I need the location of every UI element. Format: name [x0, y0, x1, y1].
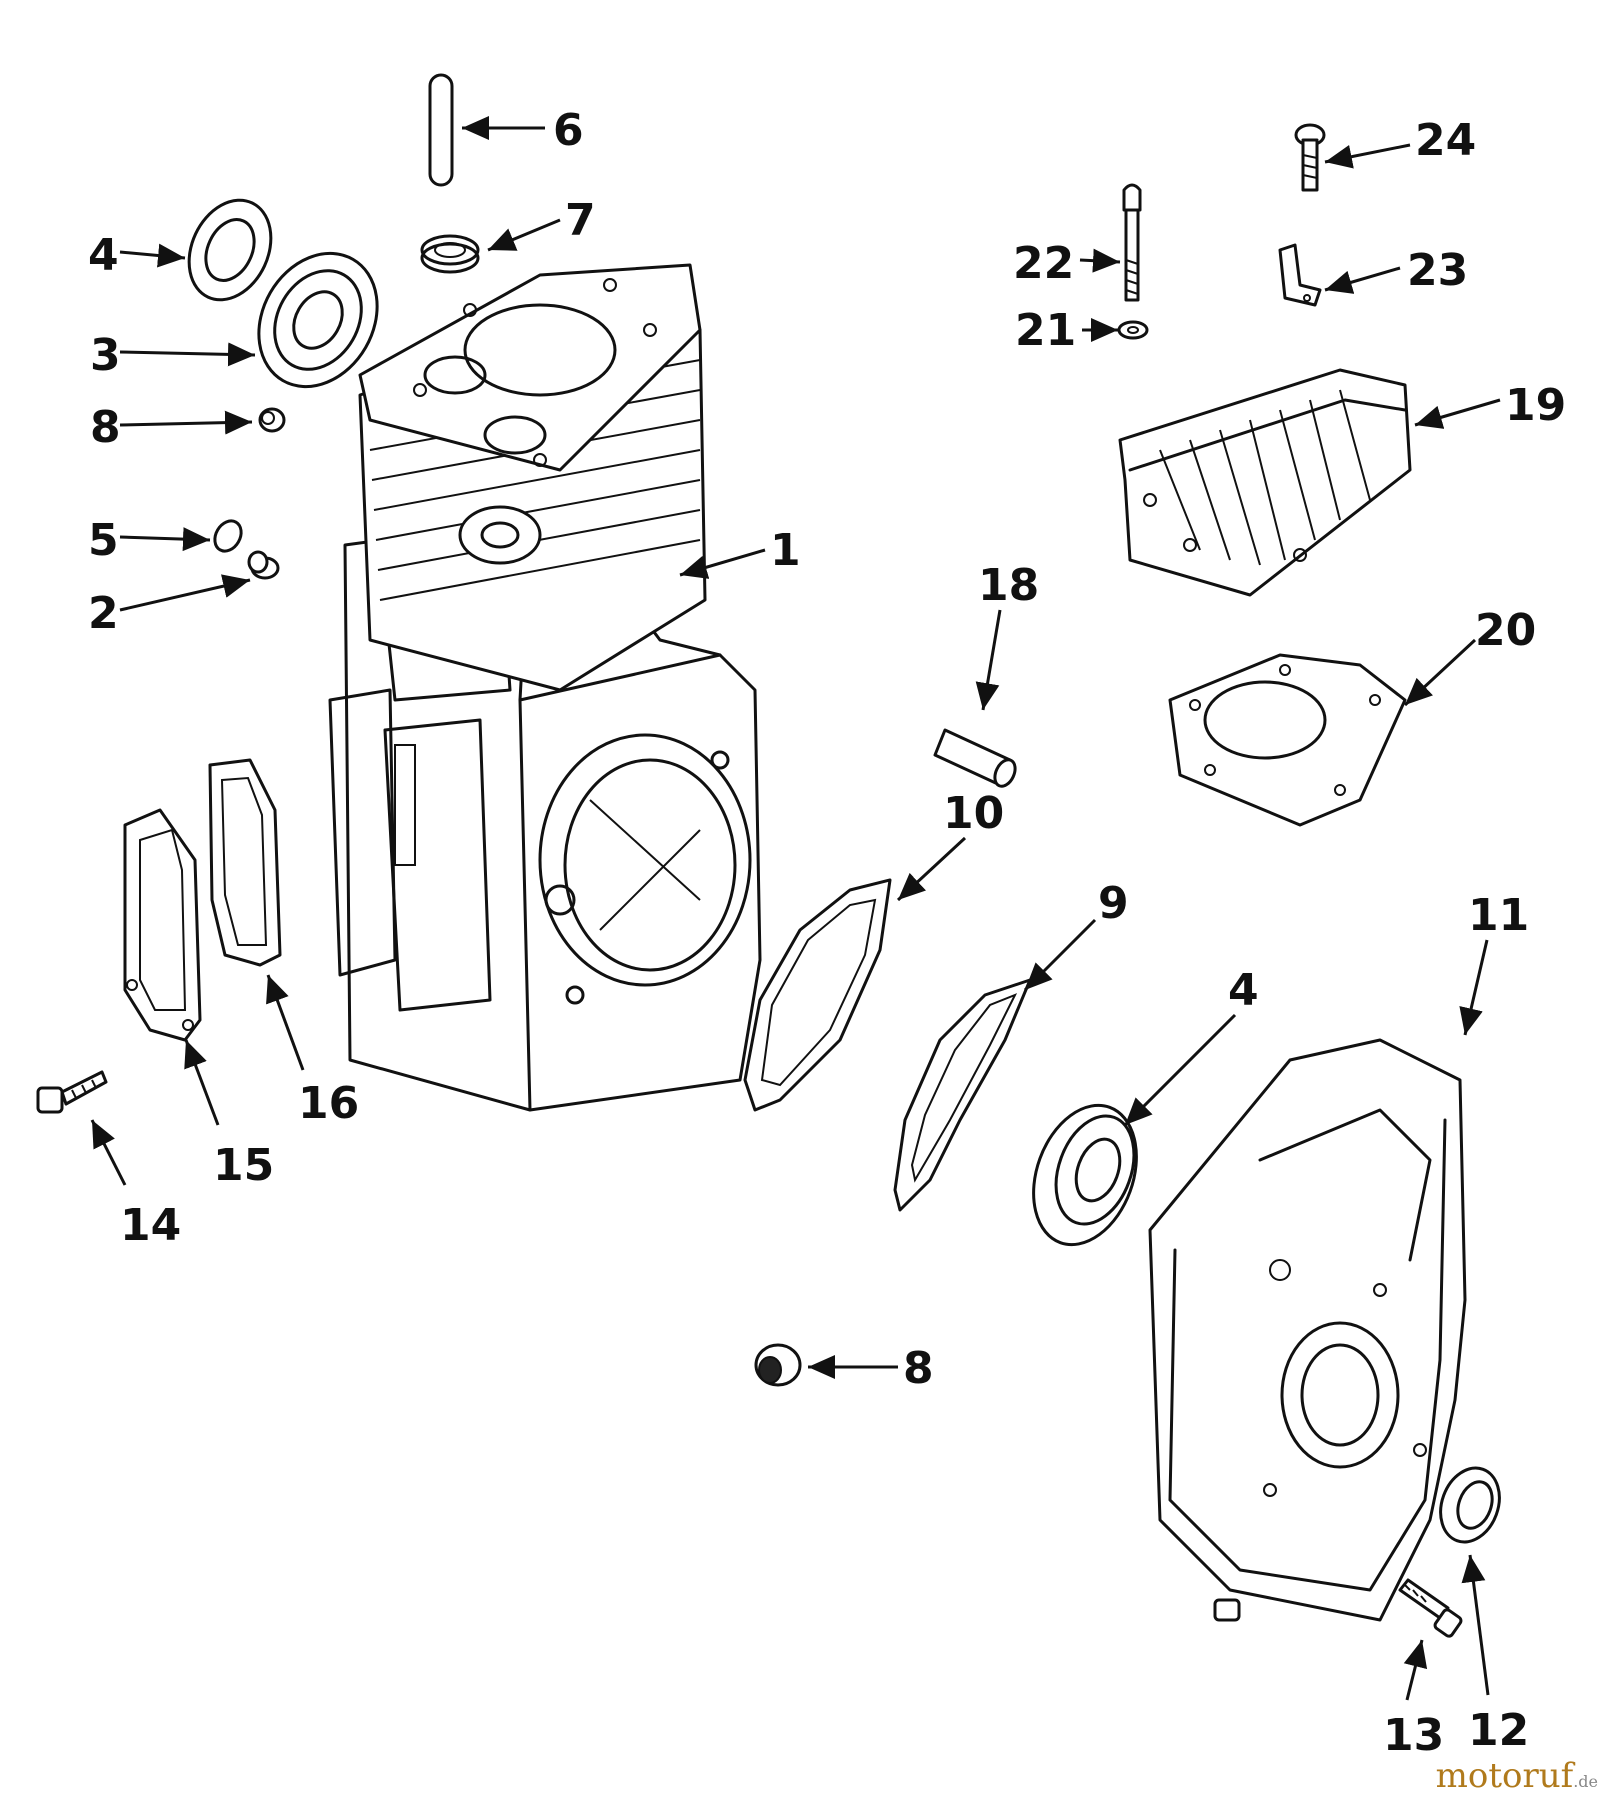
leader-18: [975, 609, 1002, 711]
part-6-dowel: [428, 73, 454, 187]
leader-8a: [119, 410, 253, 435]
callout-20: 20: [1475, 605, 1536, 656]
callout-2: 2: [88, 588, 119, 639]
part-23-bracket: [1278, 243, 1322, 307]
part-5-ring: [213, 519, 243, 553]
watermark-brand: motoruf: [1435, 1756, 1574, 1796]
part-7-bushing: [420, 234, 480, 274]
callout-19: 19: [1505, 380, 1566, 431]
part-21-washer: [1117, 320, 1149, 340]
callout-18: 18: [978, 560, 1039, 611]
part-14-screw: [36, 1070, 108, 1114]
leader-13: [1403, 1639, 1428, 1701]
part-2-pin: [247, 550, 280, 580]
watermark-logo: motoruf.de: [1436, 1756, 1598, 1796]
callout-10: 10: [943, 788, 1004, 839]
leader-11: [1459, 939, 1489, 1036]
part-9-gasket: [893, 978, 1032, 1212]
callout-5: 5: [88, 515, 119, 566]
callout-23: 23: [1407, 245, 1468, 296]
part-19-cylinder-head: [1118, 368, 1412, 597]
part-1-crankcase-block: [328, 263, 762, 1112]
part-8-needle-bearing-lower: [754, 1343, 802, 1387]
leader-2: [119, 574, 251, 612]
callout-7: 7: [565, 195, 596, 246]
part-15-breather-cover: [123, 808, 202, 1042]
callout-labels: 1 2 3 4 4 5 6 7 8 8 9 10 11 12 13 14 15 …: [88, 105, 1566, 1761]
leader-20: [1403, 638, 1477, 707]
part-20-head-gasket: [1168, 653, 1407, 827]
part-12-oil-seal: [1439, 1466, 1501, 1544]
leader-5: [119, 527, 211, 552]
part-8-plug-upper: [258, 407, 286, 433]
leader-arrows: [90, 116, 1501, 1701]
callout-9: 9: [1098, 878, 1129, 929]
callout-12: 12: [1468, 1705, 1529, 1756]
callout-22: 22: [1013, 238, 1074, 289]
leader-4b: [1123, 1013, 1237, 1127]
callout-16: 16: [298, 1078, 359, 1129]
leader-7: [487, 218, 561, 252]
leader-1: [679, 548, 766, 579]
leader-23: [1324, 266, 1401, 294]
leader-19: [1414, 398, 1501, 429]
leader-24: [1324, 143, 1411, 169]
callout-6: 6: [553, 105, 584, 156]
callout-3: 3: [90, 330, 121, 381]
watermark-suffix: .de: [1573, 1772, 1598, 1791]
leader-4a: [119, 243, 186, 268]
callout-21: 21: [1015, 305, 1076, 356]
callout-11: 11: [1468, 890, 1529, 941]
part-10-gasket: [743, 878, 892, 1112]
part-13-screw: [1398, 1578, 1463, 1638]
callout-13: 13: [1383, 1710, 1444, 1761]
part-22-head-bolt: [1122, 183, 1142, 302]
callout-8-upper: 8: [90, 402, 121, 453]
leader-14: [90, 1119, 127, 1186]
callout-1: 1: [770, 525, 801, 576]
part-4-oil-seal-upper: [187, 198, 273, 302]
leader-9: [1023, 918, 1097, 992]
leader-10: [896, 836, 967, 902]
leader-3: [119, 342, 256, 367]
leader-15: [184, 1039, 220, 1126]
leader-12: [1461, 1554, 1490, 1696]
callout-8-lower: 8: [903, 1343, 934, 1394]
callout-4-lower: 4: [1228, 965, 1259, 1016]
part-16-gasket: [208, 758, 282, 967]
part-18-pin: [933, 728, 1017, 788]
callout-15: 15: [213, 1140, 274, 1191]
callout-14: 14: [120, 1200, 181, 1251]
callout-4-upper: 4: [88, 230, 119, 281]
part-4-ball-bearing-lower: [1032, 1103, 1138, 1247]
part-3-ball-bearing: [257, 251, 379, 389]
part-24-screw: [1294, 123, 1326, 192]
leader-16: [266, 974, 305, 1071]
part-11-closure-plate: [1148, 1038, 1467, 1622]
leader-22: [1079, 248, 1121, 273]
callout-24: 24: [1415, 115, 1476, 166]
